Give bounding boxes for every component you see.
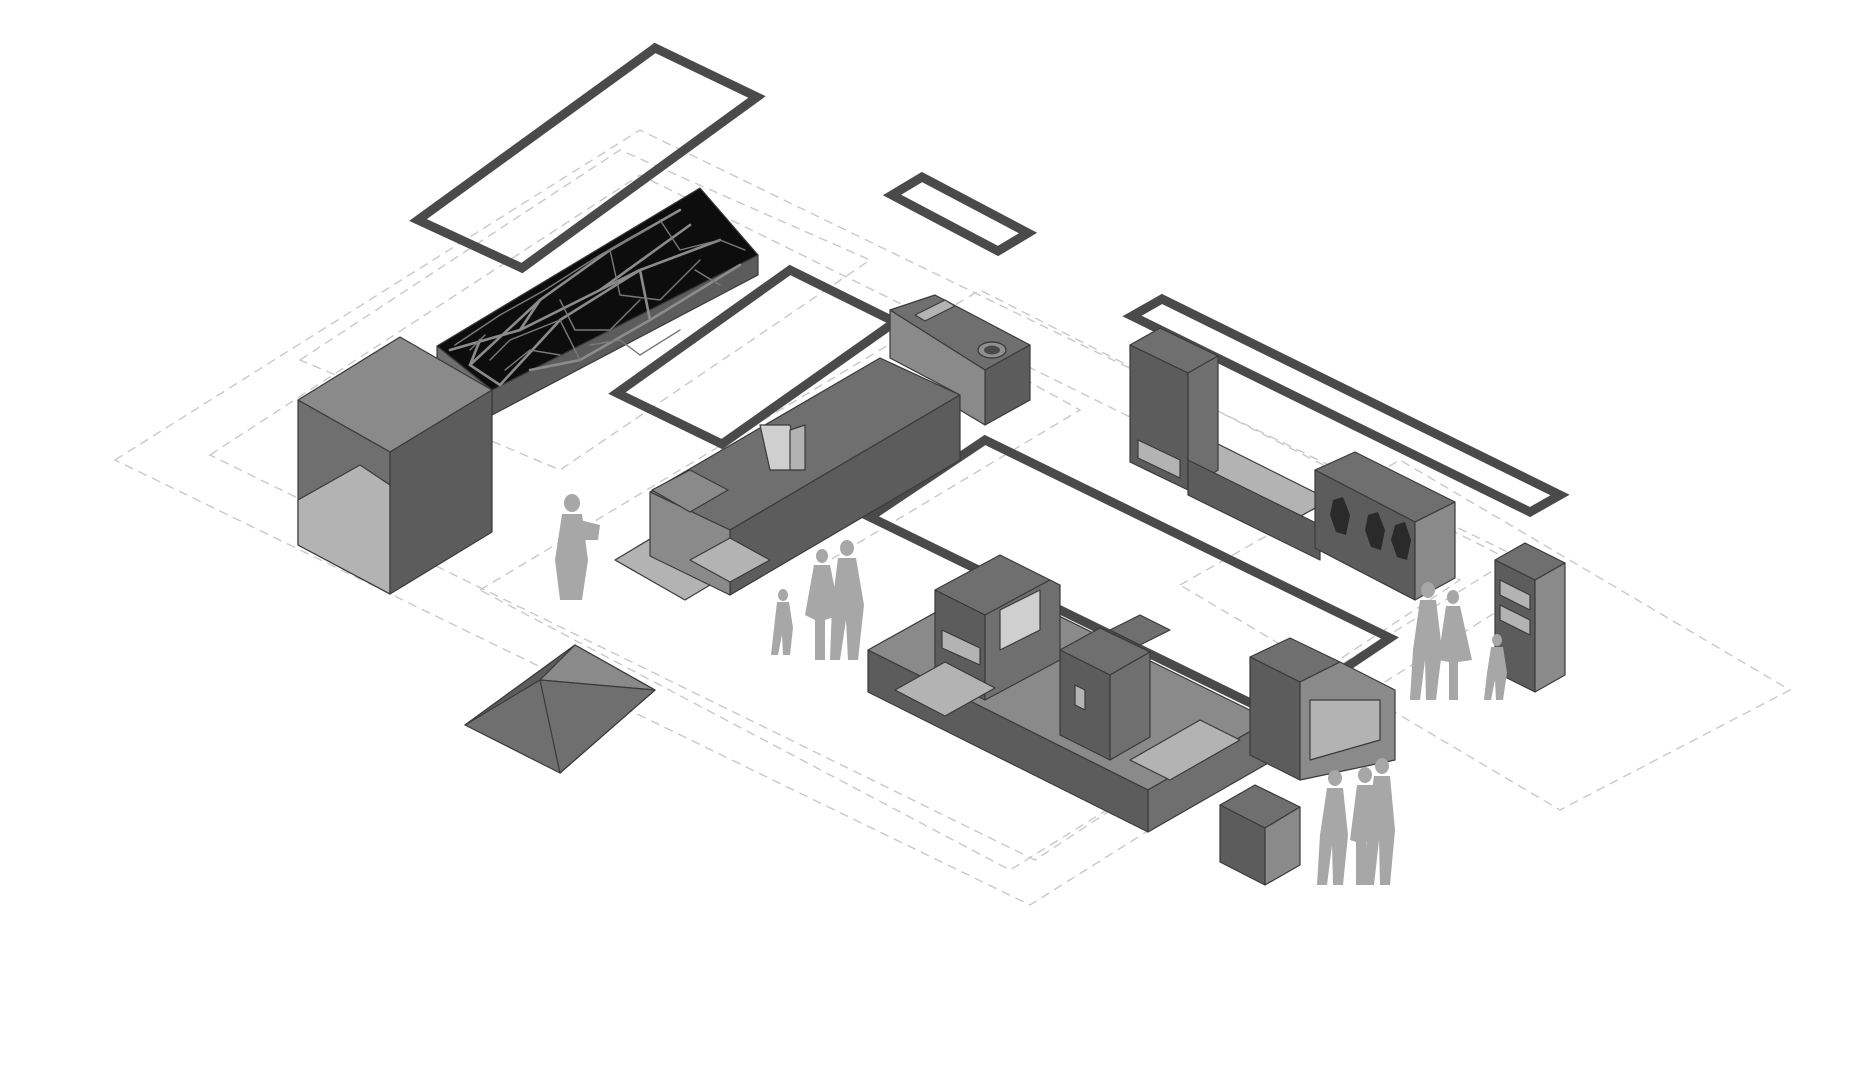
city-map-streets [448, 208, 746, 387]
figure-group-front [1317, 758, 1395, 885]
central-display-module [867, 554, 1396, 886]
tower-cap-top [1109, 614, 1171, 646]
hanging-shirts [1330, 497, 1411, 560]
reception-counter-module [614, 294, 1031, 601]
shelf-books [999, 589, 1041, 651]
city-map-top [436, 187, 759, 391]
pyramid-face-3 [539, 679, 656, 774]
visitor-figures [555, 494, 1507, 885]
display-tray-1 [894, 661, 996, 717]
overhead-frame-small [882, 171, 1038, 257]
wardrobe-low-front [1187, 459, 1321, 561]
back-box-side [889, 309, 986, 426]
figure-family-right [1410, 582, 1507, 700]
wardrobe-display-module [1129, 327, 1566, 693]
tall-cube-module [297, 336, 493, 595]
overhead-frame-map-island [409, 42, 766, 274]
left-shelf-slot [941, 629, 981, 666]
floor-outline-center-step [739, 359, 1082, 561]
wardrobe-column-side [1187, 355, 1219, 491]
tower-side [1109, 651, 1151, 761]
display-tray-2 [1129, 719, 1241, 781]
basin-drain [984, 345, 1000, 355]
figure-family-center [771, 540, 864, 660]
overhead-frame-right [1122, 293, 1570, 518]
cube-right-face [389, 389, 493, 595]
back-panel-slot [914, 299, 956, 322]
floor-outline-left-zone [298, 149, 872, 471]
floor-outline-inner [208, 174, 1462, 861]
bookshelf-side [1534, 562, 1566, 693]
low-block-top [651, 469, 729, 513]
tower-niche [1074, 684, 1086, 711]
figure-reader [555, 494, 600, 600]
city-map-island [436, 187, 759, 416]
wardrobe-column-shelf [1137, 439, 1181, 479]
right-unit-shelf [1309, 699, 1381, 761]
front-block-side [1264, 806, 1301, 886]
counter-screen-back [789, 424, 806, 471]
floor-pyramid-plate [464, 644, 656, 774]
bookshelf-row-2 [1499, 604, 1531, 636]
bookshelf-row-1 [1499, 579, 1531, 611]
counter-tray [689, 537, 771, 583]
rail-box-side [1414, 501, 1456, 601]
